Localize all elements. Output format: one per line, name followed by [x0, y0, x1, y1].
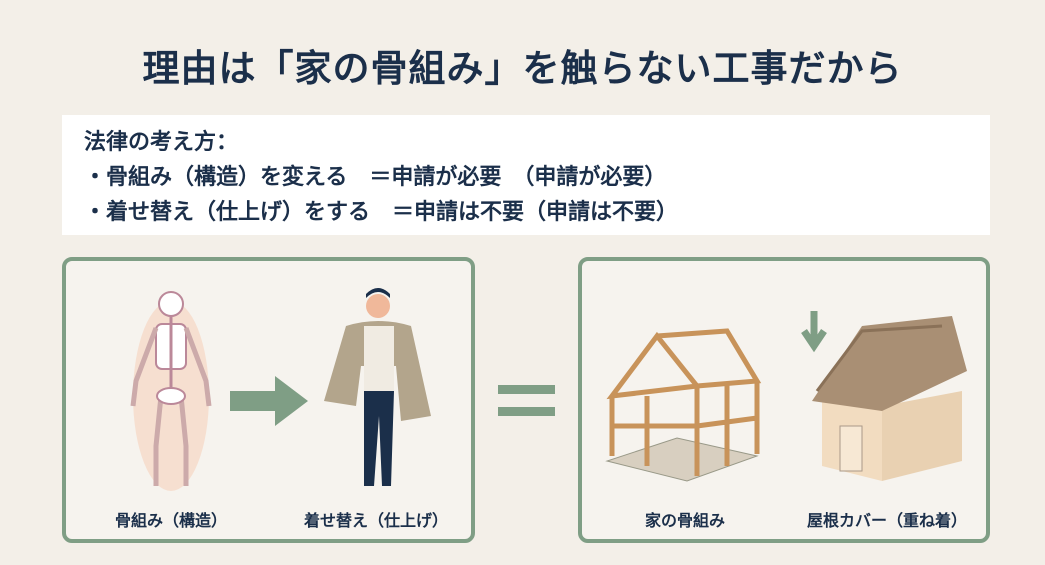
equals-sign: [498, 385, 555, 394]
equals-sign: [498, 407, 555, 416]
right-panel: 家の骨組み 屋根カバー（重ね着）: [578, 257, 990, 543]
left-panel: 骨組み（構造） 着せ替え（仕上げ）: [62, 257, 475, 543]
house-frame-icon: [605, 328, 762, 482]
caption-house-frame: 家の骨組み: [644, 511, 725, 530]
rule-box: 法律の考え方： ・骨組み（構造）を変える ＝申請が必要 （申請が必要） ・着せ替…: [62, 115, 990, 235]
rule-line: ・骨組み（構造）を変える ＝申請が必要 （申請が必要）: [84, 165, 667, 190]
caption-roof-cover: 屋根カバー（重ね着）: [806, 511, 967, 530]
roof-cover-house-icon: [801, 311, 967, 481]
caption-dressing: 着せ替え（仕上げ）: [303, 511, 448, 530]
rule-heading: 法律の考え方：: [84, 130, 239, 155]
page-title: 理由は「家の骨組み」を触らない工事だから: [142, 47, 903, 90]
person-changing-coat-icon: [324, 288, 431, 486]
skeleton-icon: [130, 291, 212, 491]
right-arrow-icon: [230, 376, 308, 426]
rule-line: ・着せ替え（仕上げ）をする ＝申請は不要（申請は不要）: [84, 200, 679, 225]
caption-skeleton: 骨組み（構造）: [114, 511, 227, 530]
